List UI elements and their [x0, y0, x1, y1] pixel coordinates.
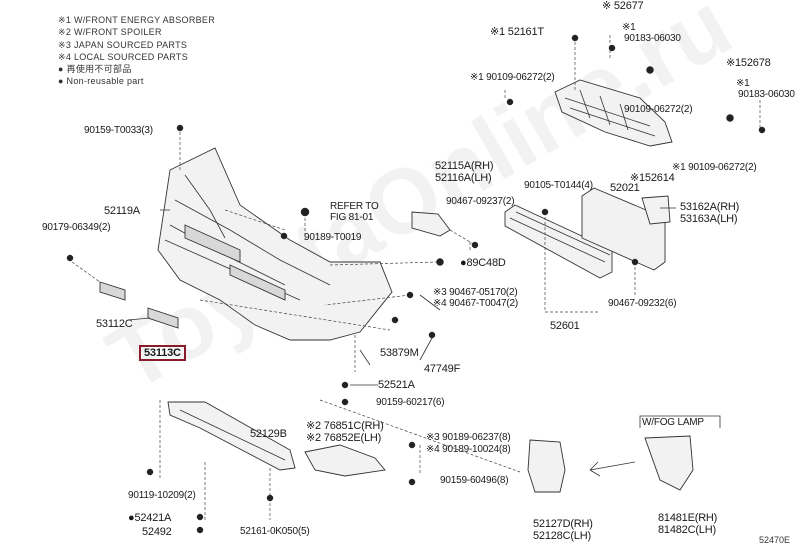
bumper-retainer-plate — [581, 187, 666, 271]
diagram-id: 52470E — [758, 535, 790, 545]
part-label-90159-t0033[interactable]: 90159-T0033(3) — [84, 125, 153, 136]
part-label-52161-0k050[interactable]: 52161-0K050(5) — [240, 526, 310, 537]
legend-item: ● 再使用不可部品 — [58, 64, 132, 75]
fog-lamp-note: W/FOG LAMP — [642, 417, 704, 428]
part-label-53879m[interactable]: 53879M — [380, 347, 419, 359]
clip-marker — [631, 258, 639, 266]
reference-label[interactable]: REFER TO — [330, 201, 379, 212]
clip-marker — [176, 124, 184, 132]
part-label-81481e[interactable]: 81481E(RH) — [658, 512, 718, 524]
clip-marker — [758, 126, 766, 134]
front-energy-absorber — [554, 79, 673, 147]
clip-marker — [541, 208, 549, 216]
part-label-90189-10024[interactable]: ※4 90189-10024(8) — [426, 444, 511, 455]
front-spoiler — [304, 444, 386, 477]
part-label-52492[interactable]: 52492 — [142, 526, 172, 538]
clip-marker — [471, 241, 479, 249]
note-label: ※1 — [622, 22, 636, 33]
part-label-53112c[interactable]: 53112C — [96, 318, 133, 330]
part-label-53162a[interactable]: 53162A(RH) — [680, 201, 740, 213]
clip-marker — [726, 114, 734, 122]
part-label-52421a[interactable]: ●52421A — [128, 512, 172, 524]
part-label-52161t[interactable]: ※1 52161T — [490, 26, 544, 38]
part-label-53113c-highlighted[interactable]: 53113C — [139, 345, 186, 361]
clip-marker — [428, 331, 436, 339]
mudguard — [527, 439, 566, 493]
legend-item: ※3 JAPAN SOURCED PARTS — [58, 39, 188, 50]
clip-marker — [66, 254, 74, 262]
grille-insert-rh — [99, 281, 126, 301]
legend-item: ※4 LOCAL SOURCED PARTS — [58, 51, 189, 62]
clip-marker — [146, 468, 154, 476]
clip-marker — [341, 381, 349, 389]
clip-marker — [280, 232, 288, 240]
clip-marker — [608, 44, 616, 52]
clip-marker — [196, 513, 204, 521]
part-label-76851c[interactable]: ※2 76851C(RH) — [306, 420, 384, 432]
fog-lamp-cover — [644, 435, 694, 491]
clip-marker — [506, 98, 514, 106]
part-label-52129b[interactable]: 52129B — [250, 428, 287, 440]
part-label-52601[interactable]: 52601 — [550, 320, 580, 332]
part-label-52521a[interactable]: 52521A — [378, 379, 415, 391]
clip-marker — [300, 207, 310, 217]
part-label-89c48d[interactable]: ●89C48D — [460, 257, 506, 269]
part-label-90189-t0019[interactable]: 90189-T0019 — [304, 232, 362, 243]
part-label-76852e[interactable]: ※2 76852E(LH) — [306, 432, 382, 444]
part-label-52128c[interactable]: 52128C(LH) — [533, 530, 591, 542]
clip-marker — [571, 34, 579, 42]
clip-marker — [436, 258, 444, 266]
part-label-90109-06272[interactable]: ※1 90109-06272(2) — [470, 72, 555, 83]
part-label-90109-06272[interactable]: ※1 90109-06272(2) — [672, 162, 757, 173]
clip-marker — [196, 526, 204, 534]
part-label-52677[interactable]: ※ 52677 — [602, 0, 644, 12]
part-label-90467-09232[interactable]: 90467-09232(6) — [608, 298, 677, 309]
part-label-90179-06349[interactable]: 90179-06349(2) — [42, 222, 111, 233]
clip-marker — [408, 441, 416, 449]
clip-marker — [266, 494, 274, 502]
reference-figure-label[interactable]: FIG 81-01 — [330, 212, 374, 223]
part-label-90159-60496[interactable]: 90159-60496(8) — [440, 475, 509, 486]
part-label-47749f[interactable]: 47749F — [424, 363, 461, 375]
part-label-90189-06237[interactable]: ※3 90189-06237(8) — [426, 432, 511, 443]
part-label-90183-06030[interactable]: 90183-06030 — [624, 33, 681, 44]
part-label-52127d[interactable]: 52127D(RH) — [533, 518, 593, 530]
clip-marker — [406, 291, 414, 299]
front-bumper-cover — [157, 147, 393, 341]
side-bracket-lh — [641, 195, 671, 225]
bumper-reinforcement — [504, 204, 613, 279]
side-bracket-rh — [411, 211, 451, 237]
part-label-152678[interactable]: ※152678 — [726, 57, 771, 69]
part-label-152614[interactable]: ※152614 — [630, 172, 675, 184]
part-label-52115a[interactable]: 52115A(RH) — [435, 160, 494, 172]
legend-item: ● Non-reusable part — [58, 76, 144, 87]
part-label-81482c[interactable]: 81482C(LH) — [658, 524, 716, 536]
part-label-52119a[interactable]: 52119A — [104, 205, 140, 217]
part-label-90159-60217[interactable]: 90159-60217(6) — [376, 397, 445, 408]
clip-marker — [646, 66, 654, 74]
part-label-90119-10209[interactable]: 90119-10209(2) — [128, 490, 196, 501]
part-label-90467-09237[interactable]: 90467-09237(2) — [446, 196, 515, 207]
part-label-52116a[interactable]: 52116A(LH) — [435, 172, 492, 184]
part-label-90105-t0144[interactable]: 90105-T0144(4) — [524, 180, 593, 191]
legend-item: ※2 W/FRONT SPOILER — [58, 27, 162, 38]
legend: ※1 W/FRONT ENERGY ABSORBER ※2 W/FRONT SP… — [58, 14, 215, 88]
clip-marker — [341, 398, 349, 406]
part-label-90183-06030[interactable]: 90183-06030 — [738, 89, 795, 100]
part-label-90467-t0047[interactable]: ※4 90467-T0047(2) — [433, 298, 519, 309]
part-label-90109-06272[interactable]: 90109-06272(2) — [624, 104, 693, 115]
part-label-90467-05170[interactable]: ※3 90467-05170(2) — [433, 287, 518, 298]
legend-item: ※1 W/FRONT ENERGY ABSORBER — [58, 15, 216, 25]
part-label-53163a[interactable]: 53163A(LH) — [680, 213, 738, 225]
grille-insert-lh — [147, 307, 179, 329]
clip-marker — [408, 478, 416, 486]
part-label-52021[interactable]: 52021 — [610, 182, 640, 194]
note-label: ※1 — [736, 78, 750, 89]
clip-marker — [391, 316, 399, 324]
